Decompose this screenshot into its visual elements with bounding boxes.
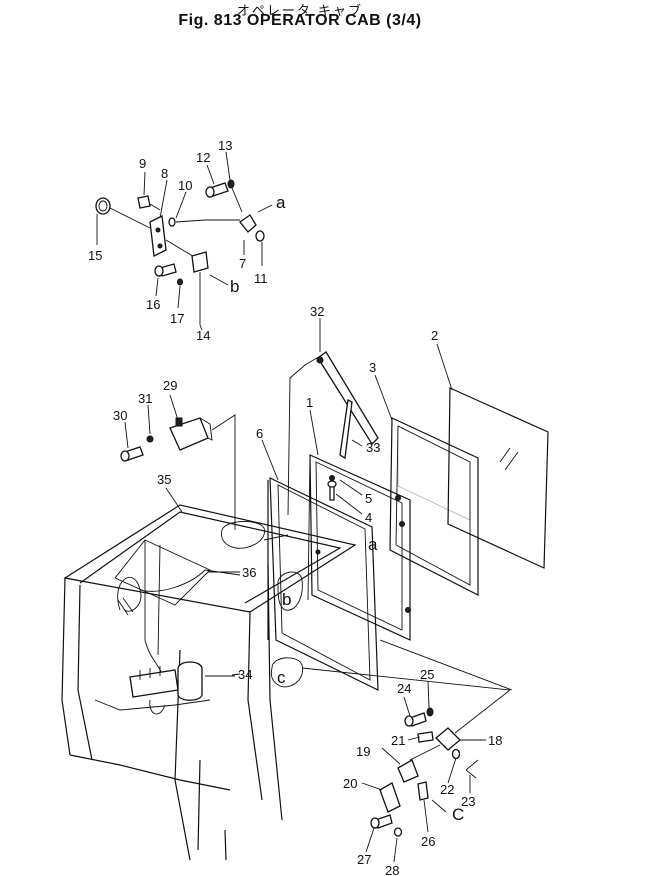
part-31-washer (146, 435, 154, 443)
callout-8: 8 (161, 166, 168, 181)
detail-circle-a (221, 521, 289, 549)
part-12-bolt (205, 182, 229, 198)
part-6-frame (267, 477, 379, 691)
callout-36: 36 (242, 565, 256, 580)
callout-17: 17 (170, 311, 184, 326)
part-9-screw (137, 195, 161, 211)
part-33-wiper-blade (339, 399, 363, 460)
callout-21: 21 (391, 733, 405, 748)
callout-16: 16 (146, 297, 160, 312)
callout-23: 23 (461, 794, 475, 809)
part-22-washer (451, 748, 461, 760)
wire-harness (117, 569, 241, 715)
ref-a-cab: a (368, 535, 378, 554)
callout-24: 24 (397, 681, 411, 696)
callout-10: 10 (178, 178, 192, 193)
part-18-latch (435, 727, 486, 751)
callout-33: 33 (366, 440, 380, 455)
callout-22: 22 (440, 782, 454, 797)
callout-29: 29 (163, 378, 177, 393)
part-28-washer (393, 827, 403, 837)
part-26-bracket (417, 781, 447, 813)
part-25-washer (426, 707, 434, 717)
part-3-seal (389, 417, 479, 596)
part-15-knob (95, 197, 151, 229)
part-13-washer (227, 179, 235, 189)
ref-b-upper: b (230, 277, 239, 296)
part-29-motor (169, 414, 236, 530)
callout-14: 14 (196, 328, 210, 343)
part-19-catch (397, 744, 441, 783)
callout-34: 34 (238, 667, 252, 682)
callout-11: 11 (254, 271, 268, 286)
callout-31: 31 (138, 391, 152, 406)
callout-18: 18 (488, 733, 502, 748)
callout-6: 6 (256, 426, 263, 441)
callout-5: 5 (365, 491, 372, 506)
cab-body (61, 504, 357, 861)
callout-15: 15 (88, 248, 102, 263)
callout-2: 2 (431, 328, 438, 343)
reference-letters: a b a b c C (230, 193, 464, 824)
part-10-washer (168, 217, 176, 227)
leader-sash-lower (379, 639, 513, 691)
part-11-nut (255, 230, 265, 242)
detail-circle-b (277, 571, 303, 611)
callout-7: 7 (239, 256, 246, 271)
detail-circle-c (270, 657, 511, 734)
callout-27: 27 (357, 852, 371, 867)
callout-12: 12 (196, 150, 210, 165)
callout-28: 28 (385, 863, 399, 876)
part-8-latch (149, 215, 197, 259)
callout-4: 4 (365, 510, 372, 525)
figure-title: Fig. 813 OPERATOR CAB (3/4) (178, 12, 422, 29)
callout-32: 32 (310, 304, 324, 319)
part-4-bolt (327, 480, 363, 515)
ref-b-cab: b (282, 590, 291, 609)
part-30-bolt (120, 446, 144, 462)
callout-13: 13 (218, 138, 232, 153)
part-24-bolt (404, 712, 427, 727)
part-1-sash (307, 454, 411, 641)
ref-c-cab: c (277, 668, 286, 687)
callout-20: 20 (343, 776, 357, 791)
part-32-wiper-arm (287, 351, 379, 516)
part-7-bracket (239, 204, 273, 233)
part-20-pin (379, 782, 401, 813)
callout-30: 30 (113, 408, 127, 423)
callout-9: 9 (139, 156, 146, 171)
part-27-bolt (370, 814, 393, 829)
callout-1: 1 (306, 395, 313, 410)
ref-c-lower: C (452, 805, 464, 824)
leader-13 (231, 187, 243, 213)
callout-leaders (96, 151, 471, 863)
leader-5 (339, 479, 363, 496)
part-16-bolt (154, 263, 177, 277)
callout-25: 25 (420, 667, 434, 682)
callout-3: 3 (369, 360, 376, 375)
part-2-glass (447, 387, 549, 569)
leader-10 (175, 219, 240, 223)
part-14-plate (191, 251, 229, 325)
part-17-washer (177, 278, 183, 286)
callout-labels: 9 8 10 12 13 7 11 15 16 17 14 32 2 3 1 3… (88, 138, 502, 876)
ref-a-upper: a (276, 193, 286, 212)
part-34-box (129, 661, 235, 701)
callout-26: 26 (421, 834, 435, 849)
callout-35: 35 (157, 472, 171, 487)
figure-subtitle-japanese: オペレータ キャブ (236, 4, 364, 19)
part-21-screw (417, 731, 434, 743)
part-23-spring (465, 759, 479, 779)
callout-19: 19 (356, 744, 370, 759)
